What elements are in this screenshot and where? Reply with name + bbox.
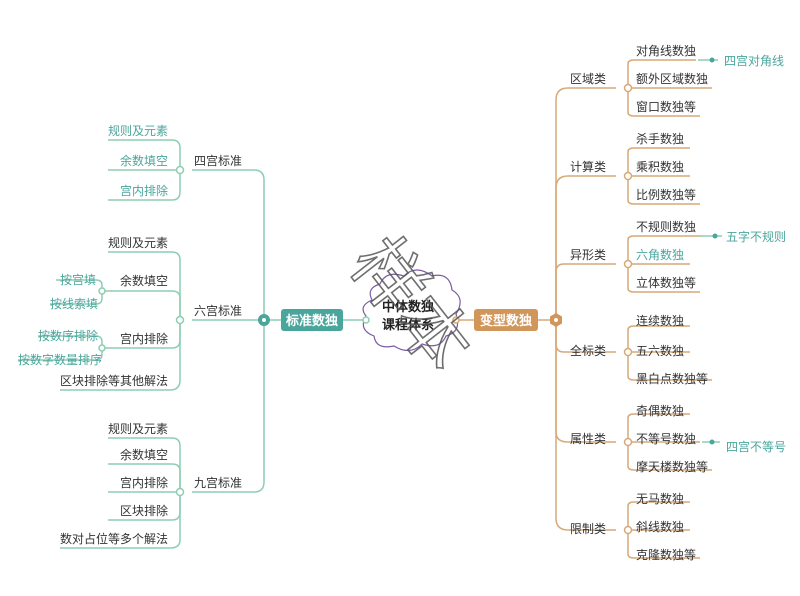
constraint-category: 限制类 无马数独 斜线数独 克隆数独等	[570, 491, 696, 562]
full-item-consecutive[interactable]: 连续数独	[636, 313, 684, 328]
shape-item-irregular[interactable]: 不规则数独	[636, 219, 696, 234]
constraint-label[interactable]: 限制类	[570, 522, 606, 536]
attr-item-skyscraper[interactable]: 摩天楼数独等	[636, 459, 708, 474]
attribute-category: 属性类 奇偶数独 不等号数独 摩天楼数独等 四宫不等号	[570, 403, 786, 474]
four-item-remainder[interactable]: 余数填空	[120, 153, 168, 168]
right-junctions	[623, 83, 633, 535]
four-item-rules[interactable]: 规则及元素	[108, 123, 168, 138]
six-sub-by-palace[interactable]: 按宫填	[60, 272, 96, 287]
attr-item-inequality[interactable]: 不等号数独	[636, 431, 696, 446]
nine-palace-branch: 九宫标准 规则及元素 余数填空 宫内排除 区块排除 数对占位等多个解法	[60, 421, 242, 546]
nine-item-block[interactable]: 区块排除	[120, 503, 168, 518]
nine-palace-label[interactable]: 九宫标准	[194, 475, 242, 490]
left-junctions	[98, 165, 185, 497]
attr-item-odd-even[interactable]: 奇偶数独	[636, 403, 684, 418]
shape-item-hex[interactable]: 六角数独	[636, 247, 684, 262]
variant-sudoku-label: 变型数独	[480, 313, 532, 329]
shape-item-3d[interactable]: 立体数独等	[636, 275, 696, 290]
six-item-remainder[interactable]: 余数填空	[120, 273, 168, 288]
six-item-rules[interactable]: 规则及元素	[108, 235, 168, 250]
nine-item-pairs[interactable]: 数对占位等多个解法	[60, 531, 168, 546]
cons-item-anti-knight[interactable]: 无马数独	[636, 491, 684, 506]
full-item-five-six[interactable]: 五六数独	[636, 343, 684, 358]
four-item-palace[interactable]: 宫内排除	[120, 183, 168, 198]
full-item-kropki[interactable]: 黑白点数独等	[636, 371, 708, 386]
nine-item-palace[interactable]: 宫内排除	[120, 475, 168, 490]
full-mark-category: 全标类 连续数独 五六数独 黑白点数独等	[570, 313, 708, 386]
attribute-label[interactable]: 属性类	[570, 432, 606, 446]
standard-sudoku-node[interactable]: 标准数独	[281, 309, 343, 331]
center-title-line1: 中体数独	[382, 299, 434, 315]
center-cloud-node[interactable]: 中体数独 课程体系	[362, 269, 461, 352]
note-dots	[709, 57, 718, 445]
region-label[interactable]: 区域类	[570, 72, 606, 86]
six-sub-by-clue[interactable]: 按线索填	[50, 297, 98, 311]
calc-label[interactable]: 计算类	[570, 159, 606, 174]
calc-item-killer[interactable]: 杀手数独	[636, 131, 684, 146]
six-palace-branch: 六宫标准 规则及元素 余数填空 宫内排除 区块排除等其他解法 按宫填 按线索填 …	[18, 235, 242, 388]
region-category: 区域类 对角线数独 额外区域数独 窗口数独等 四宫对角线	[570, 43, 784, 114]
six-palace-label[interactable]: 六宫标准	[194, 303, 242, 318]
six-item-palace[interactable]: 宫内排除	[120, 331, 168, 346]
region-item-extra[interactable]: 额外区域数独	[636, 71, 708, 86]
variant-sudoku-node[interactable]: 变型数独	[474, 309, 538, 331]
shape-category: 异形类 不规则数独 六角数独 立体数独等 五字不规则	[570, 219, 786, 290]
four-palace-branch: 四宫标准 规则及元素 余数填空 宫内排除	[108, 123, 242, 198]
left-hub-icon[interactable]	[258, 314, 270, 326]
attribute-note[interactable]: 四宫不等号	[726, 439, 786, 454]
nine-item-rules[interactable]: 规则及元素	[108, 421, 168, 436]
shape-label[interactable]: 异形类	[570, 248, 606, 262]
region-item-window[interactable]: 窗口数独等	[636, 99, 696, 114]
calc-item-ratio[interactable]: 比例数独等	[636, 187, 696, 202]
four-palace-label[interactable]: 四宫标准	[194, 153, 242, 168]
sample-watermark: 样本	[334, 222, 489, 387]
right-hub-icon[interactable]	[550, 313, 562, 327]
calc-category: 计算类 杀手数独 乘积数独 比例数独等	[570, 131, 696, 202]
six-sub-by-count[interactable]: 按数字数量排序	[18, 352, 102, 367]
center-title-line2: 课程体系	[382, 317, 434, 333]
standard-sudoku-label: 标准数独	[285, 313, 338, 329]
six-item-block[interactable]: 区块排除等其他解法	[60, 373, 168, 388]
six-sub-by-order[interactable]: 按数序排除	[38, 328, 98, 343]
calc-item-product[interactable]: 乘积数独	[636, 159, 684, 174]
cons-item-diagonal[interactable]: 斜线数独	[636, 519, 684, 534]
cons-item-clone[interactable]: 克隆数独等	[636, 547, 696, 562]
region-item-diagonal[interactable]: 对角线数独	[636, 43, 696, 58]
right-connectors	[538, 59, 712, 559]
nine-item-remainder[interactable]: 余数填空	[120, 447, 168, 462]
region-note[interactable]: 四宫对角线	[724, 53, 784, 68]
shape-note[interactable]: 五字不规则	[726, 229, 786, 244]
full-mark-label[interactable]: 全标类	[570, 343, 606, 358]
left-connectors	[18, 139, 281, 549]
